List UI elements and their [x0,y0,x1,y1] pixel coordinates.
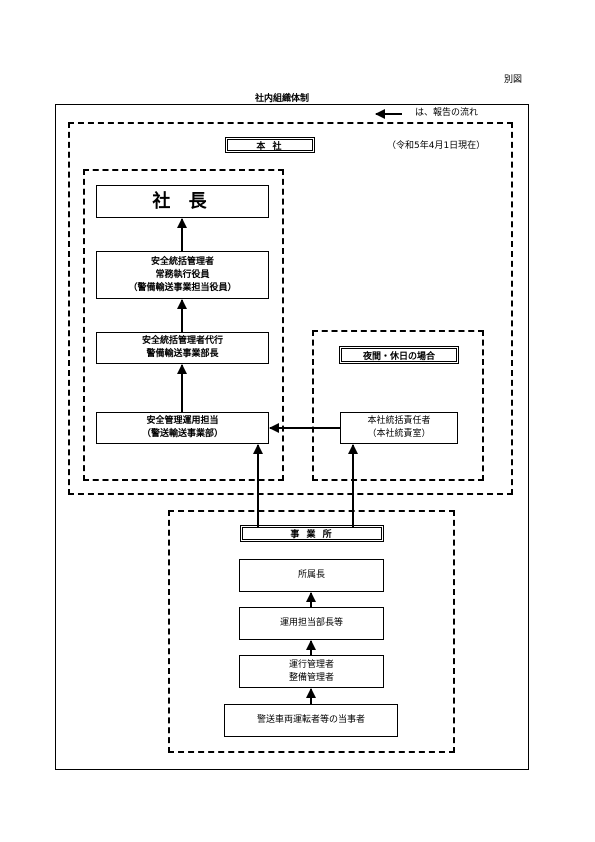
page-title: 社内組織体制 [255,94,310,104]
night-line-2: （本社統責室） [367,429,431,439]
officer-line-3: （警備輸送事業担当役員） [128,282,237,293]
ops-head-text: 運用担当部長等 [279,618,343,628]
branch-manager-text: 所属長 [297,570,325,580]
night-line-1: 本社統括責任者 [367,416,431,426]
supervisors-box: 運行管理者 整備管理者 [239,655,384,688]
president-box: 社 長 [96,185,269,218]
supervisor-line-1: 運行管理者 [288,659,334,670]
operations-line-1: 安全管理運用担当 [146,416,219,426]
night-region [312,330,484,481]
attachment-label: 別図 [504,75,523,85]
branch-label-text: 事 業 所 [242,527,382,540]
safety-operations-box: 安全管理運用担当 （警送輸送事業部） [96,412,269,444]
branch-label: 事 業 所 [240,525,384,542]
night-label: 夜間・休日の場合 [339,346,459,364]
outer-frame [55,104,529,770]
drivers-text: 警送車両運転者等の当事者 [256,715,365,725]
legend-text: は、報告の流れ [415,108,479,118]
headquarters-region [68,122,513,495]
headquarters-label: 本 社 [225,137,315,153]
ops-head-box: 運用担当部長等 [239,607,384,640]
safety-officer-box: 安全統括管理者 常務執行役員 （警備輸送事業担当役員） [96,251,269,299]
operations-line-2: （警送輸送事業部） [141,429,223,439]
supervisor-line-2: 整備管理者 [288,672,334,683]
hq-chain-region [83,169,284,481]
deputy-line-2: 警備輸送事業部長 [146,349,219,359]
headquarters-label-text: 本 社 [227,139,313,152]
branch-region [168,510,455,753]
night-responsible-box: 本社統括責任者 （本社統責室） [340,412,458,444]
officer-line-1: 安全統括管理者 [150,256,214,267]
branch-manager-box: 所属長 [239,559,384,592]
deputy-line-1: 安全統括管理者代行 [141,336,223,346]
drivers-box: 警送車両運転者等の当事者 [224,704,398,737]
date-note: （令和5年4月1日現在） [387,141,486,151]
deputy-officer-box: 安全統括管理者代行 警備輸送事業部長 [96,332,269,364]
officer-line-2: 常務執行役員 [155,269,210,280]
night-label-text: 夜間・休日の場合 [341,348,457,362]
president-text: 社 長 [152,190,213,212]
